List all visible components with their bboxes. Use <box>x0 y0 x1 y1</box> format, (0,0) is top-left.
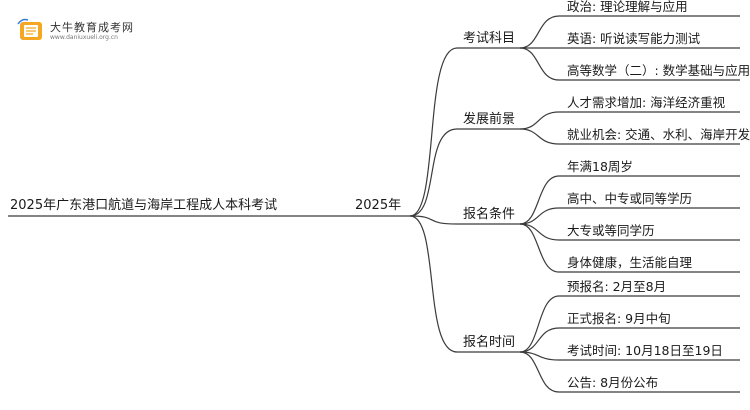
leaf-connector-1-1 <box>519 15 560 49</box>
leaf-node-4-3: 考试时间: 10月18日至19日 <box>567 343 723 358</box>
leaf-connector-4-4 <box>519 351 560 393</box>
branch-connector-1 <box>409 47 458 217</box>
branch-connector-4 <box>409 215 458 353</box>
branch-node-3: 报名条件 <box>463 207 516 222</box>
branch-connector-3 <box>409 215 458 225</box>
leaf-node-4-4: 公告: 8月份公布 <box>567 375 659 390</box>
leaf-node-2-2: 就业机会: 交通、水利、海岸开发 <box>567 127 750 142</box>
branch-node-1: 考试科目 <box>463 31 516 46</box>
leaf-node-2-1: 人才需求增加: 海洋经济重视 <box>567 95 726 110</box>
branch-connector-2 <box>409 128 458 217</box>
branch-node-2: 发展前景 <box>463 112 516 127</box>
leaf-node-4-2: 正式报名: 9月中旬 <box>567 311 671 326</box>
connector-lines <box>8 15 740 393</box>
leaf-node-3-2: 高中、中专或同等学历 <box>567 191 693 206</box>
logo-name: 大牛教育成考网 <box>50 21 134 34</box>
leaf-connector-3-4 <box>519 223 560 273</box>
leaf-connector-3-3 <box>519 223 560 241</box>
leaf-node-3-1: 年满18周岁 <box>567 159 633 174</box>
leaf-connector-4-1 <box>519 295 560 353</box>
leaf-connector-2-2 <box>519 128 560 145</box>
logo-url: www.daniuxueli.org.cn <box>50 34 118 41</box>
leaf-node-4-1: 预报名: 2月至8月 <box>567 279 667 294</box>
branch-node-4: 报名时间 <box>463 335 516 350</box>
leaf-node-1-2: 英语: 听说读写能力测试 <box>567 31 701 46</box>
leaf-connector-1-3 <box>519 47 560 81</box>
center-node: 2025年 <box>355 198 402 213</box>
leaf-node-3-3: 大专或等同学历 <box>567 223 655 238</box>
leaf-node-3-4: 身体健康，生活能自理 <box>567 255 693 270</box>
leaf-connector-3-1 <box>519 175 560 225</box>
book-icon <box>17 18 42 40</box>
leaf-connector-4-2 <box>519 327 560 353</box>
site-logo <box>17 18 42 40</box>
leaf-connector-3-2 <box>519 207 560 225</box>
leaf-node-1-3: 高等数学（二）: 数学基础与应用 <box>567 63 750 78</box>
leaf-node-1-1: 政治: 理论理解与应用 <box>567 0 688 14</box>
root-node: 2025年广东港口航道与海岸工程成人本科考试 <box>10 198 278 213</box>
leaf-connector-2-1 <box>519 111 560 130</box>
